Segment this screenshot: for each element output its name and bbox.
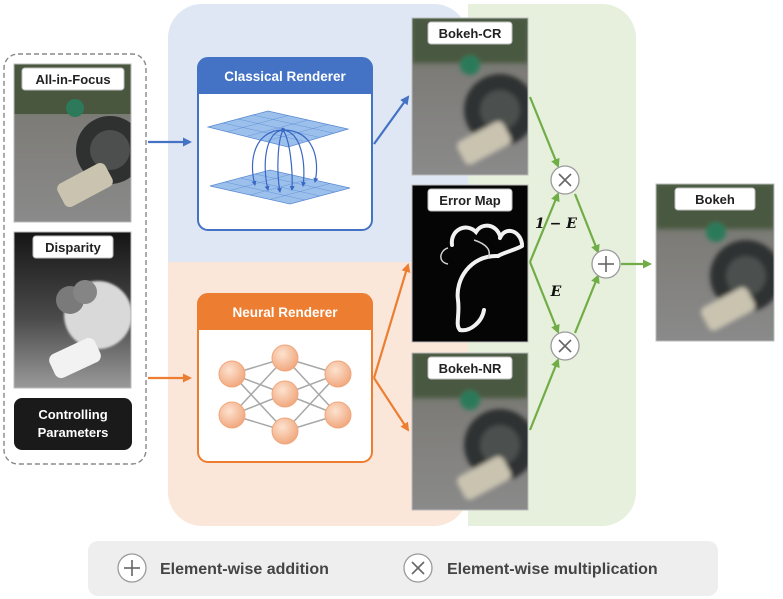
addition-legend-icon — [117, 553, 147, 583]
multiply-operator-top — [550, 165, 580, 195]
weight-one-minus-e: 1 − E — [535, 216, 577, 232]
legend: Element-wise addition Element-wise multi… — [88, 541, 718, 596]
fusion-flow-arrows — [528, 96, 652, 431]
addition-legend-label: Element-wise addition — [160, 561, 329, 578]
controlling-parameters-label-line1: Controlling — [38, 407, 107, 422]
all-in-focus-label: All-in-Focus — [35, 72, 110, 87]
error-map-label: Error Map — [439, 193, 500, 208]
neural-network-illustration — [218, 344, 352, 445]
weight-e: E — [550, 284, 562, 300]
multiply-operator-bottom — [550, 331, 580, 361]
neural-flow-arrows — [148, 263, 411, 432]
add-operator — [591, 249, 621, 279]
neural-renderer-title: Neural Renderer — [232, 305, 338, 320]
classical-flow-arrows — [148, 95, 410, 147]
multiplication-legend-label: Element-wise multiplication — [447, 561, 658, 578]
controlling-parameters-label-line2: Parameters — [38, 425, 109, 440]
neural-renderer-block: Neural Renderer — [197, 293, 373, 463]
bokeh-nr-label: Bokeh-NR — [439, 361, 502, 376]
classical-render-illustration — [206, 110, 351, 205]
classical-renderer-block: Classical Renderer — [197, 57, 373, 231]
disparity-label: Disparity — [45, 240, 101, 255]
bokeh-output-label: Bokeh — [695, 192, 735, 207]
multiplication-legend-icon — [403, 553, 433, 583]
controlling-parameters-box — [14, 398, 132, 450]
bokeh-cr-label: Bokeh-CR — [439, 26, 502, 41]
input-group-box — [3, 53, 147, 465]
classical-renderer-title: Classical Renderer — [224, 69, 346, 84]
